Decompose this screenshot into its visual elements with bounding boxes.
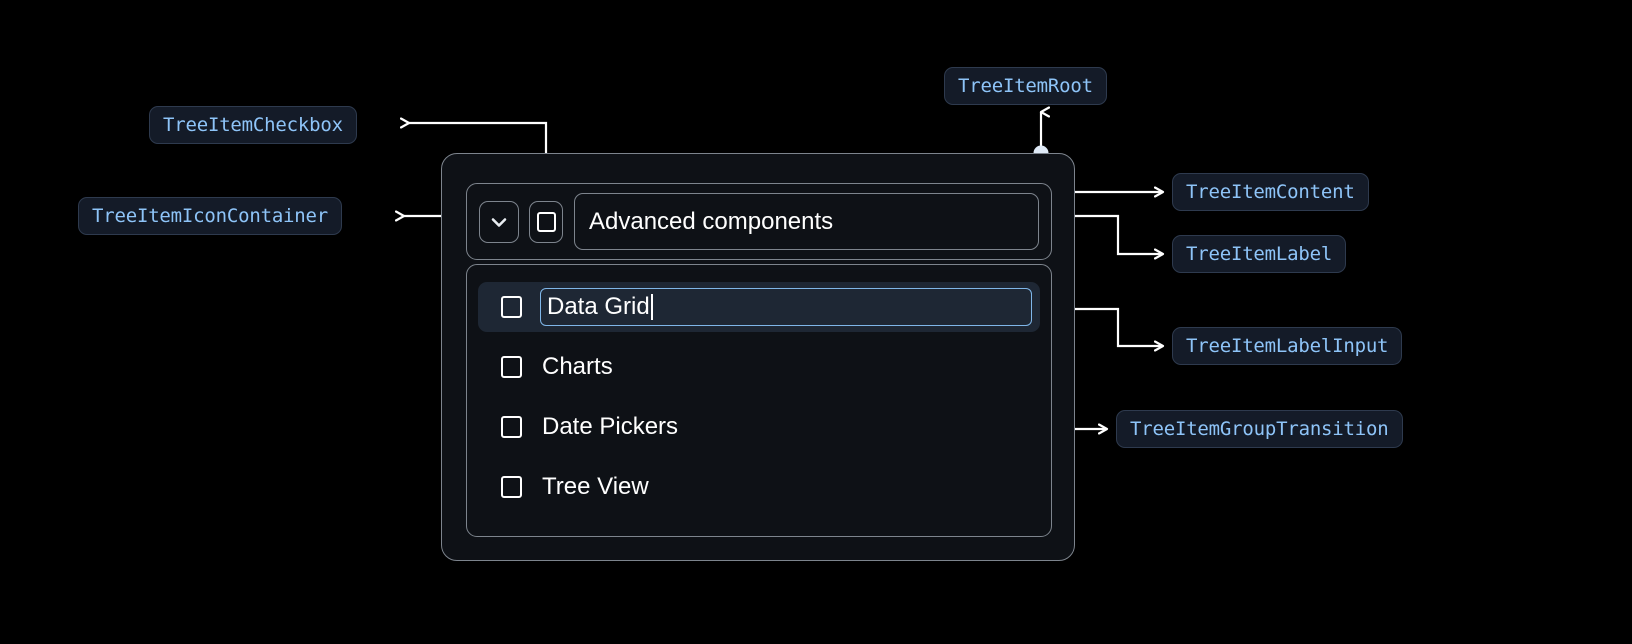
text-caret: [650, 294, 653, 320]
annotation-chip-tree-item-checkbox: TreeItemCheckbox: [149, 106, 357, 144]
annotation-chip-tree-item-label-input: TreeItemLabelInput: [1172, 327, 1403, 365]
tree-item-row-charts[interactable]: Charts: [478, 342, 1040, 392]
annotation-chip-tree-item-label: TreeItemLabel: [1172, 235, 1347, 273]
annotation-chip-tree-item-content: TreeItemContent: [1172, 173, 1369, 211]
tree-item-label-text: Date Pickers: [542, 413, 679, 440]
tree-item-group-transition: Data Grid Charts Date Pickers Tree View: [466, 264, 1052, 537]
annotation-chip-tree-item-icon-container: TreeItemIconContainer: [78, 197, 343, 235]
tree-item-label-input[interactable]: Data Grid: [540, 288, 1032, 326]
tree-item-label-text: Charts: [542, 353, 613, 380]
tree-item-checkbox[interactable]: [529, 200, 563, 243]
tree-item-icon-container[interactable]: [479, 200, 519, 243]
chevron-down-icon: [486, 209, 512, 235]
tree-item-row-tree-view[interactable]: Tree View: [478, 462, 1040, 512]
checkbox-unchecked-icon: [536, 211, 556, 232]
annotation-chip-tree-item-group-transition: TreeItemGroupTransition: [1116, 410, 1403, 448]
tree-item-label-text: Tree View: [542, 473, 649, 500]
tree-item-label[interactable]: Advanced components: [574, 193, 1039, 250]
annotation-chip-tree-item-root: TreeItemRoot: [944, 67, 1107, 105]
tree-item-row-data-grid[interactable]: Data Grid: [478, 282, 1040, 332]
tree-item-content[interactable]: Advanced components: [466, 183, 1052, 260]
checkbox-unchecked-icon[interactable]: [501, 476, 522, 498]
tree-item-label-text: Advanced components: [589, 207, 834, 235]
tree-item-row-date-pickers[interactable]: Date Pickers: [478, 402, 1040, 452]
checkbox-unchecked-icon[interactable]: [501, 416, 522, 438]
checkbox-unchecked-icon[interactable]: [501, 356, 522, 378]
checkbox-unchecked-icon[interactable]: [501, 296, 522, 318]
tree-item-label-input-value: Data Grid: [547, 293, 650, 320]
tree-item-root[interactable]: Advanced components Data Grid Charts Dat…: [441, 153, 1075, 561]
